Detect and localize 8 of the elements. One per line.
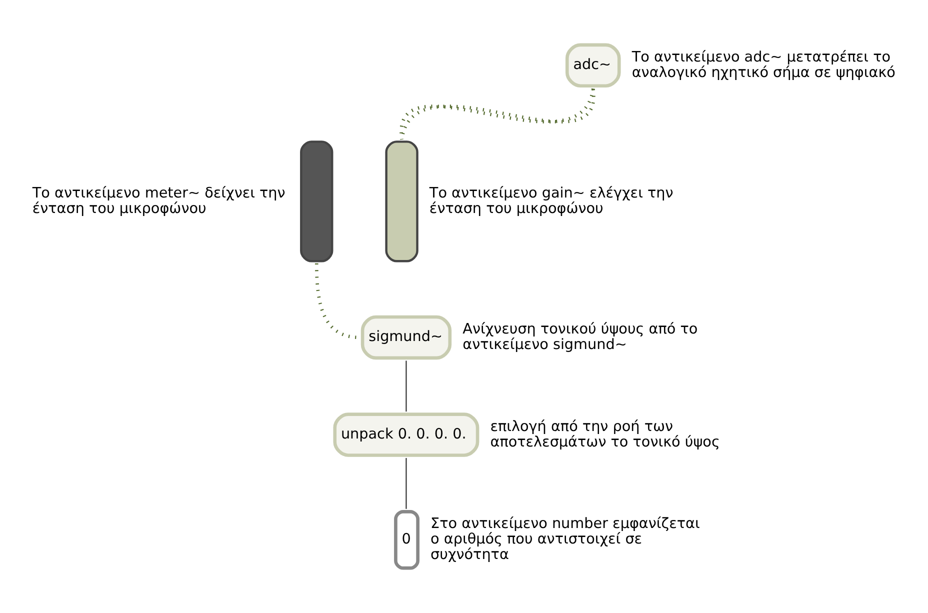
node-label: Το αντικείμενο gain~ ελέγχει την ένταση του μικροφώνου — [429, 185, 674, 217]
node-label: Το αντικείμενο meter~ δείχνει την ένταση του μικροφώνου — [32, 185, 286, 217]
connector — [406, 458, 407, 509]
node-label: Ανίχνευση τονικού ύψους από το αντικείμενο sigmund~ — [462, 321, 698, 353]
node-label: επιλογή από την ροή των αποτελεσμάτων το τονικό ύψος — [490, 418, 720, 450]
node-label: Το αντικείμενο adc~ μετατρέπει το αναλογικό ηχητικό σήμα σε ψηφιακό — [632, 49, 896, 81]
node-label: Στο αντικείμενο number εμφανίζεται ο αριθμός που αντιστοιχεί σε συχνότητα — [430, 516, 700, 564]
connector — [406, 360, 407, 412]
